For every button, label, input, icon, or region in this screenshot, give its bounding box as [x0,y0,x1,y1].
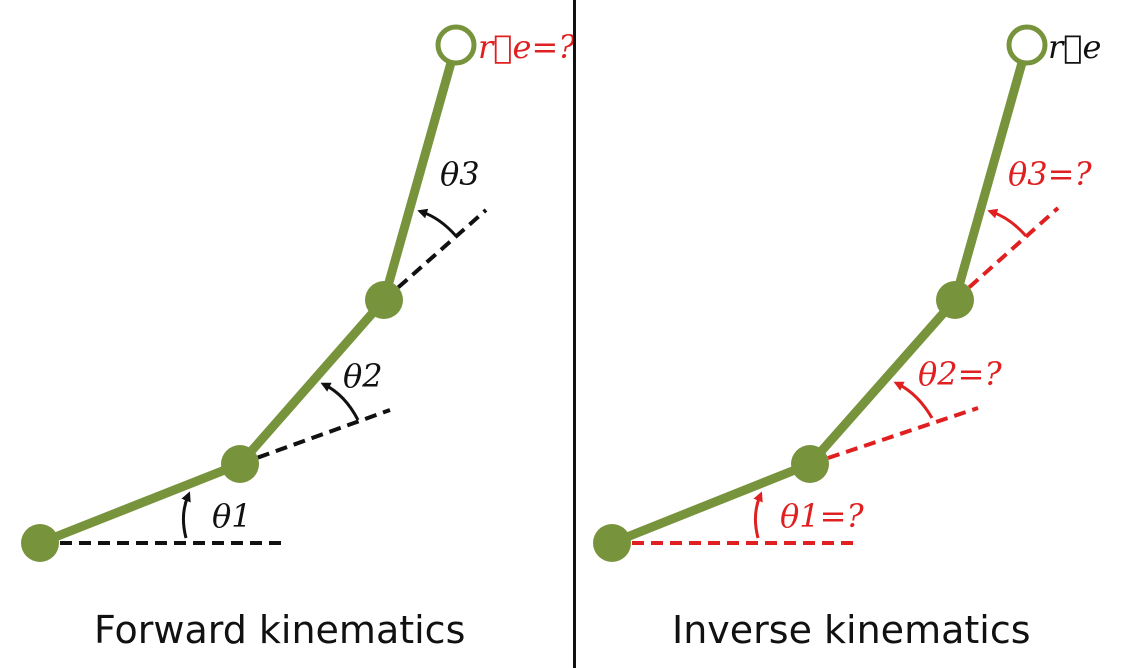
theta1-label: θ1=? [780,497,864,535]
reference-line-2 [239,408,391,466]
link-3 [950,40,1032,305]
theta3-label: θ3=? [1008,155,1092,193]
theta1-arc [181,491,191,539]
inverse-kinematics-panel: θ1=? θ2=? θ3=? r⃗e [593,24,1101,562]
reference-line-2 [809,406,979,466]
base-joint [593,524,631,562]
link-2 [805,295,960,469]
link-2 [235,295,389,469]
theta1-label: θ1 [212,497,252,535]
end-effector-label: r⃗e [1048,28,1101,66]
theta2-arc [893,381,934,419]
theta2-arc [320,382,360,421]
end-effector [435,24,477,66]
link-3 [379,40,461,305]
reference-line-3 [953,206,1060,302]
joint-2 [791,445,829,483]
theta3-arc [417,208,458,237]
end-effector-label: r⃗e=? [478,28,576,66]
base-joint [21,524,59,562]
theta3-label: θ3 [440,155,480,193]
end-effector [1006,24,1048,66]
forward-kinematics-caption: Forward kinematics [94,608,466,652]
joint-2 [221,445,259,483]
reference-line-3 [382,208,488,302]
theta2-label: θ2 [343,357,383,395]
theta2-label: θ2=? [918,355,1002,393]
inverse-kinematics-caption: Inverse kinematics [672,608,1031,652]
theta3-arc [987,208,1028,237]
joint-3 [365,281,403,319]
theta1-arc [753,491,763,539]
link-1 [35,459,245,548]
panel-divider [573,0,576,668]
joint-3 [936,281,974,319]
forward-kinematics-panel: θ1 θ2 θ3 r⃗e=? [21,24,576,562]
link-1 [607,459,815,548]
